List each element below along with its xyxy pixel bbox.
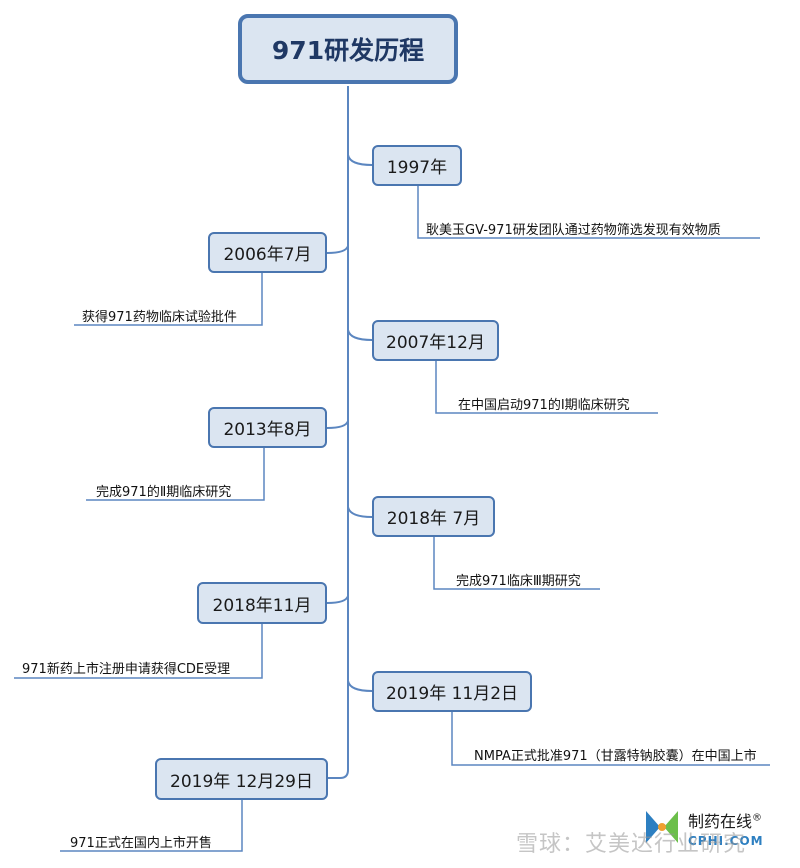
branch-2013 xyxy=(326,420,349,429)
watermark-brand: 制药在线® xyxy=(688,812,763,831)
event-desc-2006-7: 获得971药物临床试验批件 xyxy=(82,310,237,325)
timeline-trunk xyxy=(328,86,349,779)
date-node-2018-7: 2018年 7月 xyxy=(372,496,495,537)
event-desc-2018-11: 971新药上市注册申请获得CDE受理 xyxy=(22,662,231,677)
branch-2019-11 xyxy=(347,680,373,692)
desc-connector-1997 xyxy=(417,186,760,239)
desc-connector-2018-11 xyxy=(14,624,263,679)
event-desc-2019-11-2: NMPA正式批准971（甘露特钠胶囊）在中国上市 xyxy=(474,749,757,764)
event-desc-2013-8: 完成971的Ⅱ期临床研究 xyxy=(96,485,232,500)
branch-2006 xyxy=(326,245,349,254)
date-node-2006-7: 2006年7月 xyxy=(208,232,327,273)
branch-2007 xyxy=(347,329,373,341)
watermark-xueqiu: 雪球：艾美达行业研究 xyxy=(516,832,747,857)
date-node-2019-11-2: 2019年 11月2日 xyxy=(372,671,532,712)
date-node-2013-8: 2013年8月 xyxy=(208,407,327,448)
event-desc-2019-12-29: 971正式在国内上市开售 xyxy=(70,836,212,851)
branch-2018-7 xyxy=(347,506,373,518)
desc-connector-2013 xyxy=(86,448,265,501)
date-node-2018-11: 2018年11月 xyxy=(197,582,327,624)
desc-connector-2007 xyxy=(435,360,658,414)
desc-connector-2019-11 xyxy=(451,712,770,766)
branch-2018-11 xyxy=(326,595,349,604)
diagram-title: 971研发历程 xyxy=(238,14,458,84)
branch-1997 xyxy=(347,154,373,166)
event-desc-2018-7: 完成971临床Ⅲ期研究 xyxy=(456,574,581,589)
event-desc-1997: 耿美玉GV-971研发团队通过药物筛选发现有效物质 xyxy=(426,223,721,238)
cphi-logo-icon xyxy=(646,811,678,843)
event-desc-2007-12: 在中国启动971的Ⅰ期临床研究 xyxy=(458,398,630,413)
date-node-2007-12: 2007年12月 xyxy=(372,320,499,361)
desc-connector-2006 xyxy=(74,273,263,326)
date-node-2019-12-29: 2019年 12月29日 xyxy=(155,758,328,800)
watermark-brand-sub: CPHI.COM xyxy=(688,834,764,848)
desc-connector-2019-12 xyxy=(60,800,243,852)
desc-connector-2018-7 xyxy=(433,537,600,590)
date-node-1997: 1997年 xyxy=(372,145,462,186)
